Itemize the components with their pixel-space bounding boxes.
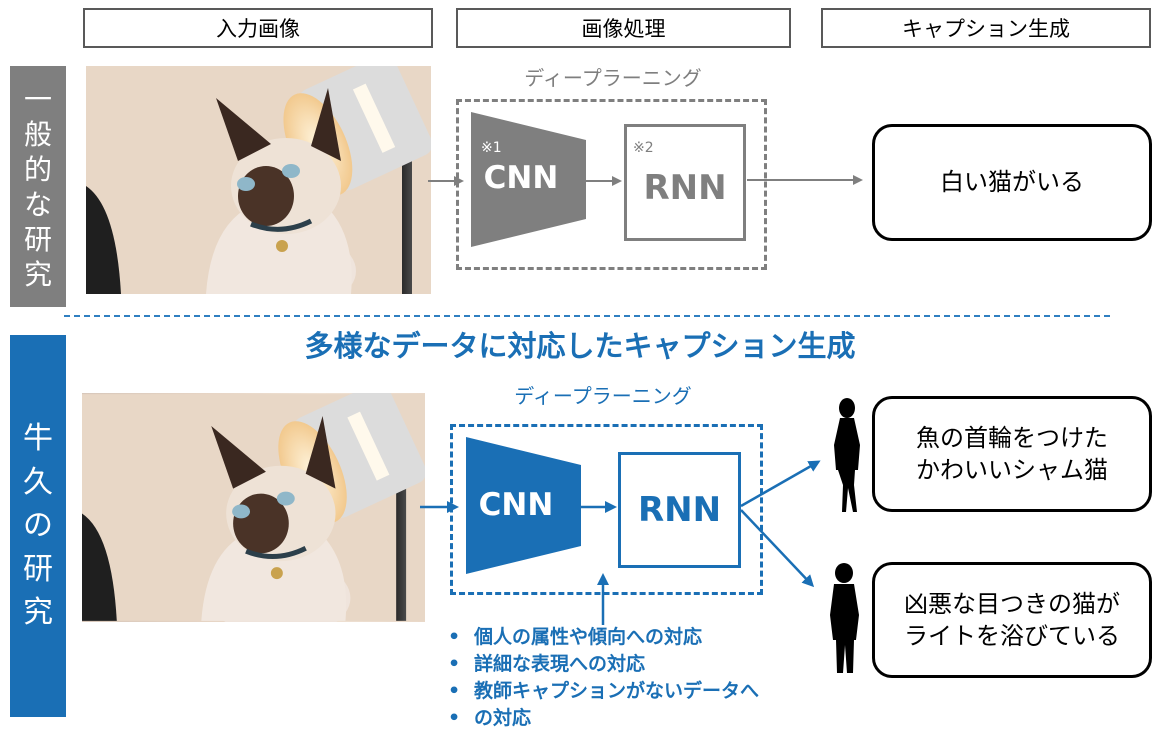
rnn-block-ushiku: RNN — [618, 452, 741, 568]
header-image-processing: 画像処理 — [456, 8, 791, 48]
caption-text: ライトを浴びている — [904, 622, 1120, 650]
deep-learning-label-general: ディープラーニング — [524, 66, 702, 90]
side-char: 的 — [23, 152, 52, 186]
cnn-label-ushiku: CNN — [478, 487, 554, 523]
cat-illustration — [82, 393, 425, 622]
side-char: な — [23, 187, 52, 221]
note-marker-2: ※2 — [633, 140, 654, 156]
section-divider — [64, 315, 1110, 317]
caption-text: かわいいシャム猫 — [916, 456, 1108, 484]
side-char: 牛 — [23, 421, 53, 457]
caption-output-ushiku-1: 魚の首輪をつけた かわいいシャム猫 — [872, 396, 1152, 512]
note-marker-1: ※1 — [481, 140, 502, 156]
side-char: 研 — [23, 551, 53, 587]
side-char: 究 — [23, 595, 53, 631]
header-caption-generation: キャプション生成 — [821, 8, 1151, 48]
side-char: 一 — [23, 82, 52, 116]
side-char: 究 — [23, 257, 52, 291]
rnn-label-ushiku: RNN — [637, 490, 722, 530]
bullet-item: の対応 — [444, 705, 759, 732]
cnn-block-ushiku — [466, 437, 581, 574]
feature-bullet-list: 個人の属性や傾向への対応 詳細な表現への対応 教師キャプションがないデータへ の… — [444, 624, 759, 732]
cat-illustration — [86, 66, 431, 294]
caption-text: 魚の首輪をつけた — [916, 423, 1108, 452]
side-char: の — [23, 508, 53, 544]
cat-photo-ushiku — [82, 393, 425, 622]
cnn-block-general — [471, 112, 586, 247]
rnn-label-general: RNN — [643, 167, 727, 208]
header-input-image: 入力画像 — [83, 8, 433, 48]
side-char: 久 — [23, 464, 53, 500]
caption-output-general: 白い猫がいる — [872, 124, 1152, 241]
caption-output-ushiku-2: 凶悪な目つきの猫が ライトを浴びている — [872, 562, 1152, 678]
bullet-item: 詳細な表現への対応 — [444, 651, 759, 678]
bullet-item: 教師キャプションがないデータへ — [444, 678, 759, 705]
side-label-ushiku-research: 牛 久 の 研 究 — [10, 335, 66, 717]
rnn-block-general: RNN — [624, 124, 746, 241]
section-title-ushiku: 多様なデータに対応したキャプション生成 — [304, 329, 856, 363]
side-char: 研 — [23, 222, 52, 256]
bullet-item: 個人の属性や傾向への対応 — [444, 624, 759, 651]
cnn-label-general: CNN — [483, 160, 559, 196]
caption-text: 白い猫がいる — [940, 168, 1084, 197]
cat-photo-general — [86, 66, 431, 294]
deep-learning-label-ushiku: ディープラーニング — [514, 384, 692, 408]
side-char: 般 — [23, 117, 52, 151]
side-label-general-research: 一 般 的 な 研 究 — [10, 66, 66, 307]
caption-text: 凶悪な目つきの猫が — [904, 589, 1120, 618]
person-silhouette-man-icon — [830, 563, 859, 673]
person-silhouette-woman-icon — [834, 398, 860, 512]
